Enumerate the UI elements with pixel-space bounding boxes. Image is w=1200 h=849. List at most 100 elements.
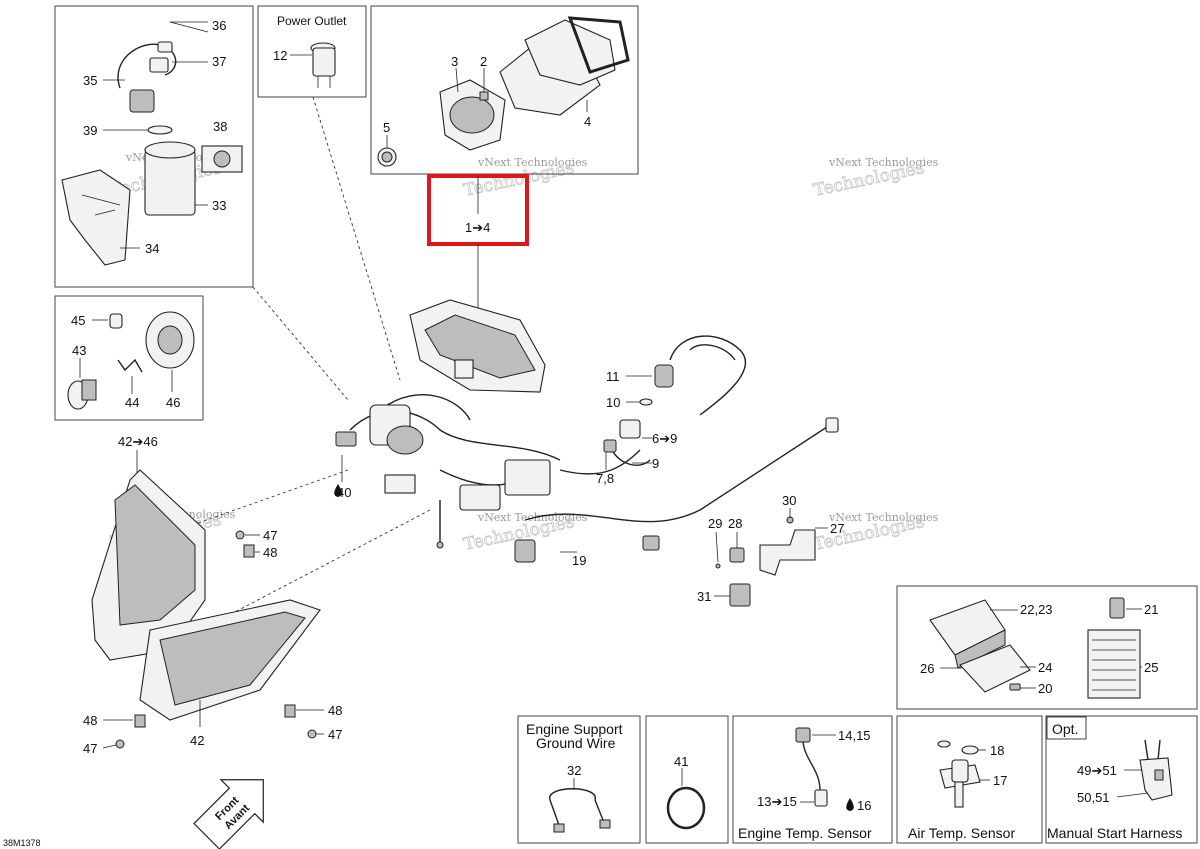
box-gauge-cluster: [370, 5, 639, 175]
box-fuse-box: [896, 585, 1198, 710]
callout-30: 30: [782, 493, 796, 508]
air-temp-title: Air Temp. Sensor: [908, 825, 1015, 841]
callout-13-15: 13➔15: [757, 794, 797, 809]
callout-20: 20: [1038, 681, 1052, 696]
callout-33: 33: [212, 198, 226, 213]
engine-temp-title: Engine Temp. Sensor: [738, 825, 872, 841]
callouts-headlight-bulb: 45 43 44 46: [71, 313, 180, 410]
engine-support-title-1: Engine Support: [526, 721, 623, 737]
watermark-text: vNext Technologies: [477, 156, 588, 169]
callout-18: 18: [990, 743, 1004, 758]
callout-48: 48: [263, 545, 277, 560]
callout-28: 28: [728, 516, 742, 531]
box-engine-support-ground: [517, 715, 641, 844]
callout-43: 43: [72, 343, 86, 358]
callouts-headlight: 47 48 48 47 42 48 47: [83, 528, 342, 756]
headlight-assembly: [91, 469, 321, 749]
callout-47: 47: [263, 528, 277, 543]
callout-48: 48: [83, 713, 97, 728]
callout-24: 24: [1038, 660, 1052, 675]
box-engine-temp-sensor: [732, 715, 893, 844]
callout-39: 39: [83, 123, 97, 138]
power-outlet-part: [310, 42, 336, 88]
fuse-box-parts: [929, 597, 1141, 699]
clamp-part: [666, 786, 706, 830]
callout-5: 5: [383, 120, 390, 135]
front-direction-arrow: Front Avant: [193, 779, 264, 849]
callout-9: 9: [652, 456, 659, 471]
callout-12: 12: [273, 48, 287, 63]
callout-41: 41: [674, 754, 688, 769]
callout-14-15: 14,15: [838, 728, 871, 743]
callout-3: 3: [451, 54, 458, 69]
watermark-text: vNext Technologies: [828, 511, 939, 524]
manual-start-title: Manual Start Harness: [1047, 825, 1182, 841]
callout-16: 16: [857, 798, 871, 813]
callout-25: 25: [1144, 660, 1158, 675]
air-temp-sensor-part: [937, 740, 981, 808]
callout-47: 47: [83, 741, 97, 756]
box-power-module: [54, 5, 254, 288]
engine-support-title-2: Ground Wire: [536, 735, 616, 751]
highlight-label: 1➔4: [465, 220, 490, 235]
callout-10: 10: [606, 395, 620, 410]
main-harness: [335, 394, 839, 563]
callout-37: 37: [212, 54, 226, 69]
callout-26: 26: [920, 661, 934, 676]
callout-42-46: 42➔46: [118, 434, 158, 449]
callout-49-51: 49➔51: [1077, 763, 1117, 778]
ground-wire-part: [549, 788, 611, 833]
callout-27: 27: [830, 521, 844, 536]
callout-11: 11: [606, 369, 620, 384]
bracket-parts: [715, 516, 816, 607]
callout-19: 19: [572, 553, 586, 568]
callout-44: 44: [125, 395, 139, 410]
callout-50-51: 50,51: [1077, 790, 1110, 805]
callouts-fuse-box: 22,23 21 26 24 25 20: [920, 602, 1158, 696]
callouts-bracket: 30 29 28 27 31: [697, 493, 844, 604]
callout-17: 17: [993, 773, 1007, 788]
callout-36: 36: [212, 18, 226, 33]
callouts-gauge-cluster: 3 2 4 5: [383, 54, 591, 148]
opt-label: Opt.: [1052, 721, 1078, 737]
callout-42: 42: [190, 733, 204, 748]
manual-start-harness-part: [1139, 739, 1173, 801]
box-power-outlet: [257, 5, 367, 98]
box-air-temp-sensor: [896, 715, 1043, 844]
headlight-bulb-parts: [67, 311, 195, 410]
gauge-cluster-parts: [377, 16, 630, 167]
callout-29: 29: [708, 516, 722, 531]
instrument-cluster: [409, 299, 546, 393]
callout-4: 4: [584, 114, 591, 129]
box-headlight-bulb: [54, 295, 204, 421]
callout-2: 2: [480, 54, 487, 69]
callout-7-8: 7,8: [596, 471, 614, 486]
callout-48: 48: [328, 703, 342, 718]
diagram-code: 38M1378: [3, 838, 41, 848]
callout-47: 47: [328, 727, 342, 742]
power-module-parts: [61, 41, 243, 266]
callout-6-9: 6➔9: [652, 431, 677, 446]
callout-46: 46: [166, 395, 180, 410]
callout-34: 34: [145, 241, 159, 256]
callouts-tether: 11 10 6➔9 9 7,8: [596, 369, 677, 486]
droplet-icon: [334, 484, 342, 497]
power-outlet-title: Power Outlet: [277, 14, 347, 28]
callout-22-23: 22,23: [1020, 602, 1053, 617]
callout-35: 35: [83, 73, 97, 88]
box-manual-start-harness: [1045, 715, 1198, 844]
watermark-text: vNext Technologies: [828, 156, 939, 169]
box-clamp-41: [645, 715, 729, 844]
callout-31: 31: [697, 589, 711, 604]
engine-temp-sensor-part: [795, 727, 828, 807]
opt-tag: [1046, 716, 1087, 740]
callouts-harness: 40 19: [337, 455, 586, 568]
tether-switch-parts: [603, 335, 747, 466]
callout-40: 40: [337, 485, 351, 500]
droplet-icon: [846, 798, 854, 811]
callout-38: 38: [213, 119, 227, 134]
callouts-power-module: 36 37 35 39 38 33 34: [83, 18, 227, 256]
callout-21: 21: [1144, 602, 1158, 617]
callout-32: 32: [567, 763, 581, 778]
